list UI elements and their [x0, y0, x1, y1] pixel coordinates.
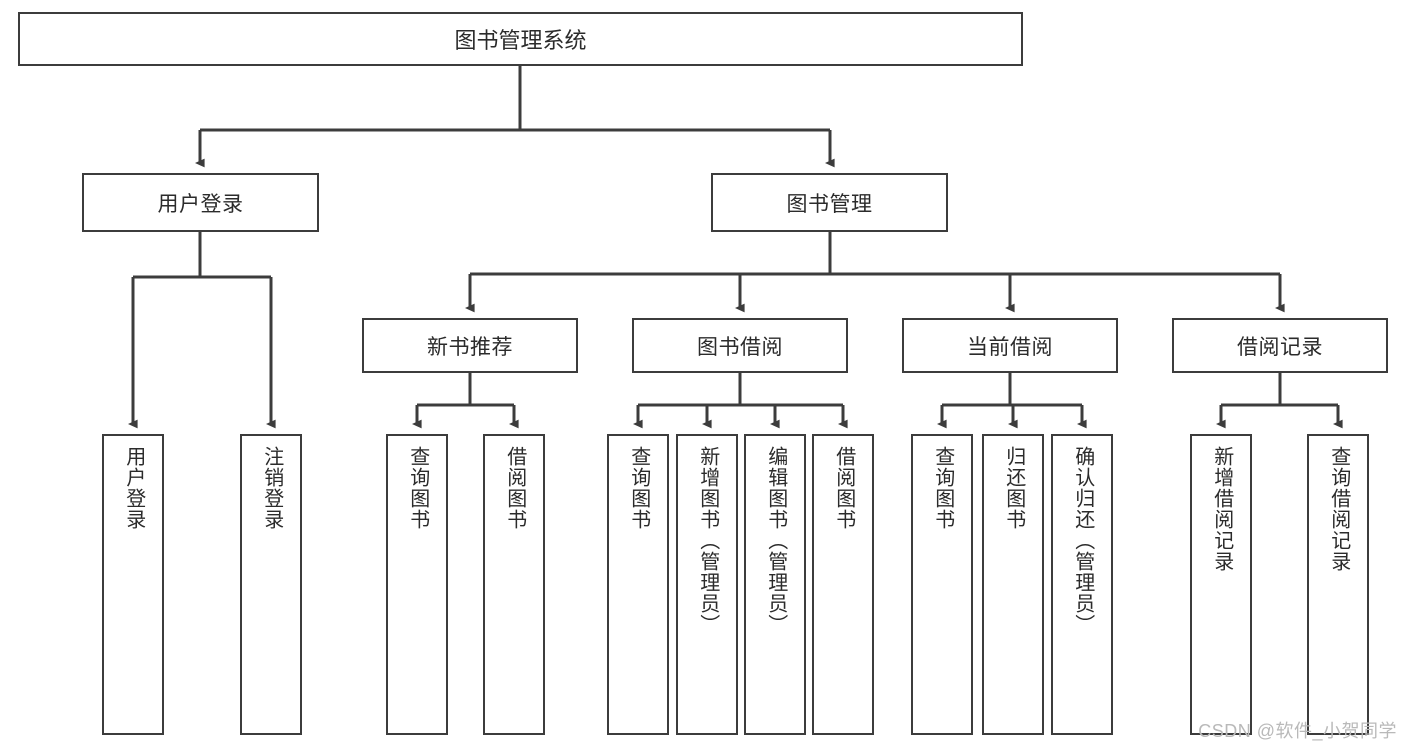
- leaf-label: 编辑图书（管理员）: [764, 446, 787, 635]
- node-book-borrow[interactable]: 图书借阅: [632, 318, 848, 373]
- leaf-label: 查询图书: [406, 446, 429, 530]
- leaf-label: 查询图书: [931, 446, 954, 530]
- node-new-book-recommend[interactable]: 新书推荐: [362, 318, 578, 373]
- node-root-label: 图书管理系统: [454, 28, 587, 53]
- node-borrow-record[interactable]: 借阅记录: [1172, 318, 1388, 373]
- leaf-label: 确认归还（管理员）: [1071, 446, 1094, 635]
- leaf-query-book-current[interactable]: 查询图书: [911, 434, 973, 735]
- leaf-borrow-book[interactable]: 借阅图书: [812, 434, 874, 735]
- leaf-label: 借阅图书: [503, 446, 526, 530]
- leaf-confirm-return-admin[interactable]: 确认归还（管理员）: [1051, 434, 1113, 735]
- leaf-label: 用户登录: [122, 446, 145, 530]
- node-book-borrow-label: 图书借阅: [697, 335, 783, 359]
- leaf-query-book-borrow[interactable]: 查询图书: [607, 434, 669, 735]
- leaf-logout[interactable]: 注销登录: [240, 434, 302, 735]
- node-user-login-label: 用户登录: [157, 192, 244, 216]
- leaf-add-borrow-record[interactable]: 新增借阅记录: [1190, 434, 1252, 735]
- leaf-borrow-book-recommend[interactable]: 借阅图书: [483, 434, 545, 735]
- node-root[interactable]: 图书管理系统: [18, 12, 1023, 66]
- leaf-label: 借阅图书: [832, 446, 855, 530]
- leaf-label: 查询借阅记录: [1327, 446, 1350, 572]
- leaf-label: 查询图书: [627, 446, 650, 530]
- watermark: CSDN @软件_小贺同学: [1198, 721, 1397, 741]
- node-new-book-recommend-label: 新书推荐: [427, 335, 513, 359]
- node-book-management[interactable]: 图书管理: [711, 173, 948, 232]
- leaf-label: 注销登录: [260, 446, 283, 530]
- leaf-query-book-recommend[interactable]: 查询图书: [386, 434, 448, 735]
- node-book-management-label: 图书管理: [786, 192, 873, 216]
- node-borrow-record-label: 借阅记录: [1237, 335, 1323, 359]
- node-current-borrow-label: 当前借阅: [967, 335, 1053, 359]
- leaf-user-login[interactable]: 用户登录: [102, 434, 164, 735]
- leaf-label: 新增借阅记录: [1210, 446, 1233, 572]
- node-current-borrow[interactable]: 当前借阅: [902, 318, 1118, 373]
- leaf-add-book-admin[interactable]: 新增图书（管理员）: [676, 434, 738, 735]
- leaf-query-borrow-record[interactable]: 查询借阅记录: [1307, 434, 1369, 735]
- leaf-label: 归还图书: [1002, 446, 1025, 530]
- leaf-label: 新增图书（管理员）: [696, 446, 719, 635]
- leaf-return-book[interactable]: 归还图书: [982, 434, 1044, 735]
- leaf-edit-book-admin[interactable]: 编辑图书（管理员）: [744, 434, 806, 735]
- node-user-login[interactable]: 用户登录: [82, 173, 319, 232]
